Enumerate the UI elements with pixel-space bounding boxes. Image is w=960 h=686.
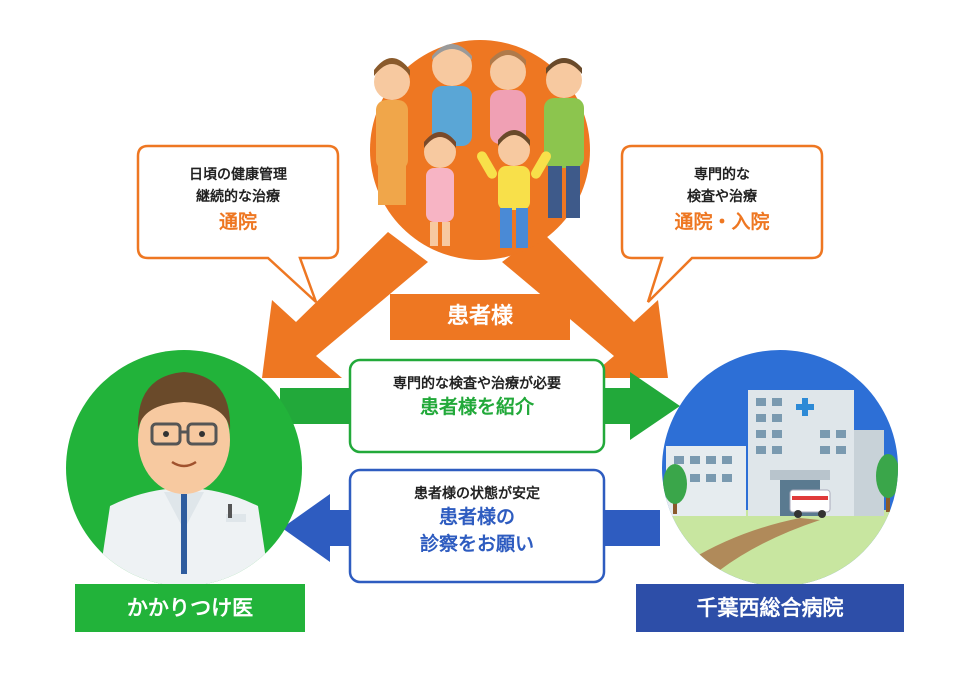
left-bubble-emphasis: 通院 <box>218 211 257 233</box>
referral-box <box>348 358 606 454</box>
doctor-illustration <box>66 350 302 586</box>
referral-action: 患者様を紹介 <box>419 396 534 418</box>
return-referral-action-line1: 患者様の <box>438 506 515 528</box>
arrow-patient-to-doctor <box>262 232 428 378</box>
tree-icon <box>663 454 898 514</box>
right-bubble-line2: 検査や治療 <box>687 189 757 205</box>
patient-label: 患者様 <box>446 304 513 329</box>
medical-cross-icon <box>796 398 814 416</box>
referral-condition: 専門的な検査や治療が必要 <box>393 376 561 392</box>
right-speech-bubble <box>620 144 824 303</box>
referral-text: 専門的な検査や治療が必要 患者様を紹介 <box>350 374 604 421</box>
family-doctor-label: かかりつけ医 <box>126 596 254 620</box>
hospital-building-illustration <box>662 350 898 586</box>
left-bubble-text: 日頃の健康管理 継続的な治療 通院 <box>138 164 338 236</box>
ambulance-icon <box>789 489 831 518</box>
return-referral-box <box>348 468 606 584</box>
patient-label-box <box>390 294 570 340</box>
return-referral-action-line2: 診察をお願い <box>419 533 534 555</box>
left-speech-bubble <box>136 144 340 303</box>
arrow-patient-to-hospital <box>502 232 668 378</box>
hospital-label: 千葉西総合病院 <box>696 596 844 620</box>
family-illustration <box>370 40 590 260</box>
right-bubble-text: 専門的な 検査や治療 通院・入院 <box>622 164 822 236</box>
left-bubble-line1: 日頃の健康管理 <box>189 167 287 183</box>
right-bubble-emphasis: 通院・入院 <box>674 211 770 233</box>
hospital-label-box <box>636 584 904 632</box>
family-doctor-label-box <box>75 584 305 632</box>
right-bubble-line1: 専門的な <box>694 167 750 183</box>
left-bubble-line2: 継続的な治療 <box>196 189 280 205</box>
return-referral-text: 患者様の状態が安定 患者様の 診察をお願い <box>350 484 604 558</box>
return-referral-condition: 患者様の状態が安定 <box>414 486 540 502</box>
